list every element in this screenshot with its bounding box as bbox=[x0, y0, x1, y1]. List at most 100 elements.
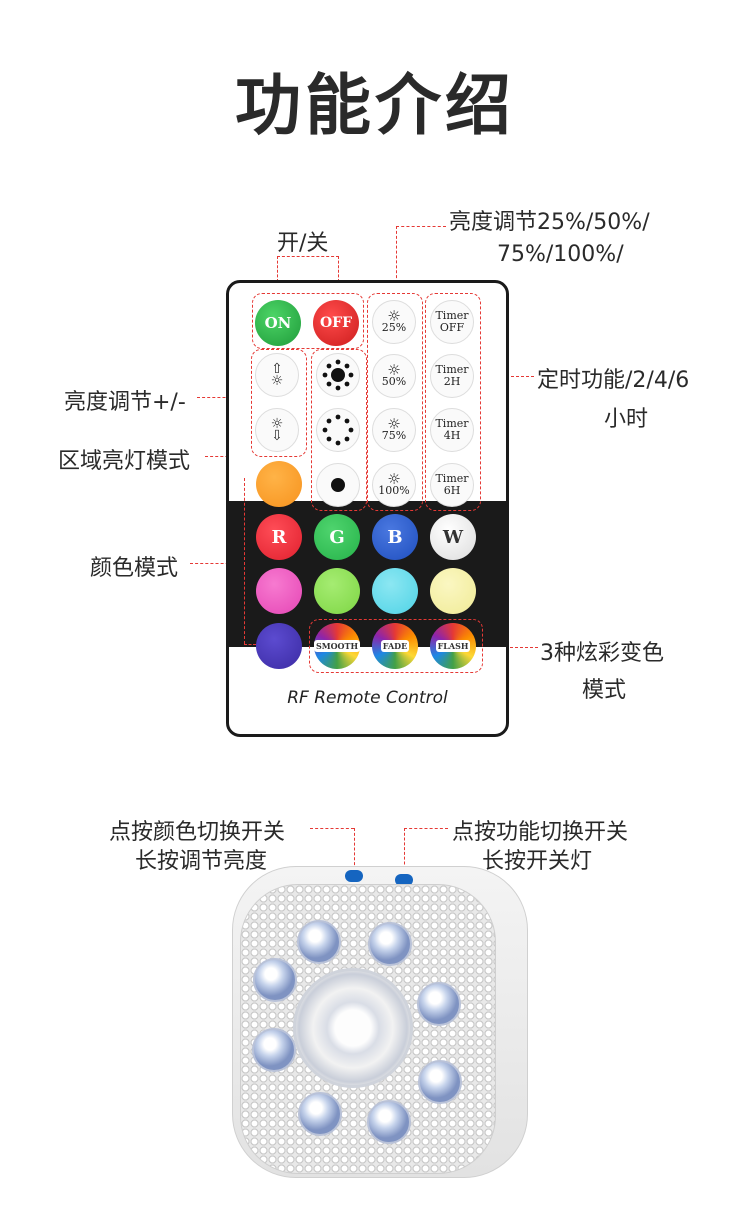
leader-line bbox=[354, 828, 355, 870]
label-effects-1: 3种炫彩变色 bbox=[540, 641, 664, 666]
center-led-lens bbox=[293, 968, 413, 1088]
zone-center-icon bbox=[331, 478, 345, 492]
brightness-50-label: 50% bbox=[381, 375, 407, 388]
timer-2h-label: 2H bbox=[443, 375, 461, 388]
brightness-50-button[interactable]: ☼ 50% bbox=[372, 354, 416, 398]
zone-group bbox=[311, 349, 367, 511]
zone-center-button[interactable] bbox=[316, 463, 360, 507]
timer-word: Timer bbox=[435, 472, 469, 485]
brightness-25-label: 25% bbox=[381, 321, 407, 334]
timer-off-label: OFF bbox=[439, 321, 465, 334]
brightness-adjust-group bbox=[251, 349, 307, 457]
label-brightness-levels-1: 亮度调节25%/50%/ bbox=[449, 210, 650, 235]
smooth-button[interactable]: SMOOTH bbox=[313, 623, 361, 669]
sun-icon: ☼ bbox=[270, 373, 284, 389]
brightness-100-label: 100% bbox=[378, 484, 410, 497]
timer-off-button[interactable]: Timer OFF bbox=[430, 300, 474, 344]
timer-2h-button[interactable]: Timer 2H bbox=[430, 354, 474, 398]
sun-icon: ☼ bbox=[270, 416, 284, 432]
brightness-down-button[interactable]: ☼ ⇩ bbox=[255, 408, 299, 452]
sun-icon: ☼ bbox=[387, 470, 401, 488]
yellow-color-button[interactable] bbox=[430, 568, 476, 614]
green-button[interactable]: G bbox=[314, 514, 360, 560]
white-button[interactable]: W bbox=[430, 514, 476, 560]
lamp-right-label-2: 长按开关灯 bbox=[482, 849, 593, 874]
leader-line bbox=[277, 256, 339, 257]
arrow-down-icon: ⇩ bbox=[271, 428, 283, 444]
leader-line bbox=[277, 256, 278, 282]
leader-line bbox=[197, 397, 251, 398]
effects-group bbox=[309, 619, 483, 673]
timer-word: Timer bbox=[435, 363, 469, 376]
led-lens bbox=[368, 922, 412, 966]
timer-6h-label: 6H bbox=[443, 484, 461, 497]
smooth-label: SMOOTH bbox=[313, 640, 361, 652]
brightness-up-button[interactable]: ⇧ ☼ bbox=[255, 353, 299, 397]
function-switch-button[interactable] bbox=[395, 874, 413, 886]
timer-4h-label: 4H bbox=[443, 429, 461, 442]
label-zone-light: 区域亮灯模式 bbox=[58, 449, 191, 474]
leader-line bbox=[396, 226, 446, 227]
lamp-right-label-1: 点按功能切换开关 bbox=[452, 820, 629, 845]
lime-color-button[interactable] bbox=[314, 568, 360, 614]
leader-line bbox=[338, 256, 339, 282]
lamp-left-label-1: 点按颜色切换开关 bbox=[109, 820, 286, 845]
zone-ring-button[interactable] bbox=[316, 408, 360, 452]
brightness-100-button[interactable]: ☼ 100% bbox=[372, 463, 416, 507]
led-lens bbox=[298, 1092, 342, 1136]
leader-line bbox=[190, 563, 244, 564]
label-timer-1: 定时功能/2/4/6 bbox=[537, 368, 690, 393]
leader-line bbox=[310, 828, 354, 829]
leader-line bbox=[396, 226, 397, 288]
pink-color-button[interactable] bbox=[256, 568, 302, 614]
red-button[interactable]: R bbox=[256, 514, 302, 560]
purple-color-button[interactable] bbox=[256, 623, 302, 669]
remote-brand-text: RF Remote Control bbox=[287, 688, 448, 708]
timer-4h-button[interactable]: Timer 4H bbox=[430, 408, 474, 452]
flash-label: FLASH bbox=[435, 640, 471, 652]
flash-button[interactable]: FLASH bbox=[430, 623, 476, 669]
timer-word: Timer bbox=[435, 417, 469, 430]
label-brightness-levels-2: 75%/100%/ bbox=[497, 242, 624, 267]
cyan-color-button[interactable] bbox=[372, 568, 418, 614]
remote-control: ON OFF ⇧ ☼ ☼ ⇩ bbox=[226, 280, 509, 737]
label-brightness-adjust: 亮度调节+/- bbox=[64, 390, 186, 415]
leader-line bbox=[480, 647, 538, 648]
on-button[interactable]: ON bbox=[255, 300, 301, 346]
off-button[interactable]: OFF bbox=[313, 300, 359, 346]
led-lens bbox=[297, 920, 341, 964]
sun-icon: ☼ bbox=[387, 307, 401, 325]
arrow-up-icon: ⇧ bbox=[271, 361, 283, 377]
zone-ring-icon bbox=[322, 414, 354, 446]
leader-line bbox=[404, 828, 448, 829]
leader-line bbox=[244, 644, 256, 645]
brightness-75-button[interactable]: ☼ 75% bbox=[372, 408, 416, 452]
label-timer-2: 小时 bbox=[604, 407, 649, 432]
sun-icon: ☼ bbox=[387, 361, 401, 379]
sun-icon: ☼ bbox=[387, 415, 401, 433]
led-lens bbox=[417, 982, 461, 1026]
timer-6h-button[interactable]: Timer 6H bbox=[430, 463, 474, 507]
label-color-mode: 颜色模式 bbox=[90, 556, 179, 581]
brightness-levels-group bbox=[367, 293, 423, 511]
brightness-25-button[interactable]: ☼ 25% bbox=[372, 300, 416, 344]
brightness-75-label: 75% bbox=[381, 429, 407, 442]
led-lens bbox=[253, 958, 297, 1002]
zone-full-button[interactable] bbox=[316, 353, 360, 397]
color-switch-button[interactable] bbox=[345, 870, 363, 882]
fade-button[interactable]: FADE bbox=[372, 623, 418, 669]
onoff-group bbox=[252, 293, 364, 349]
leader-line bbox=[244, 478, 245, 644]
page-title: 功能介绍 bbox=[235, 67, 515, 144]
led-lens bbox=[418, 1060, 462, 1104]
timer-word: Timer bbox=[435, 309, 469, 322]
led-lens bbox=[367, 1100, 411, 1144]
fade-label: FADE bbox=[380, 640, 410, 652]
timer-group bbox=[425, 293, 481, 511]
lamp-left-label-2: 长按调节亮度 bbox=[135, 849, 268, 874]
blue-button[interactable]: B bbox=[372, 514, 418, 560]
orange-color-button[interactable] bbox=[256, 461, 302, 507]
zone-full-icon bbox=[322, 359, 354, 391]
label-effects-2: 模式 bbox=[582, 678, 627, 703]
label-onoff: 开/关 bbox=[277, 231, 329, 256]
